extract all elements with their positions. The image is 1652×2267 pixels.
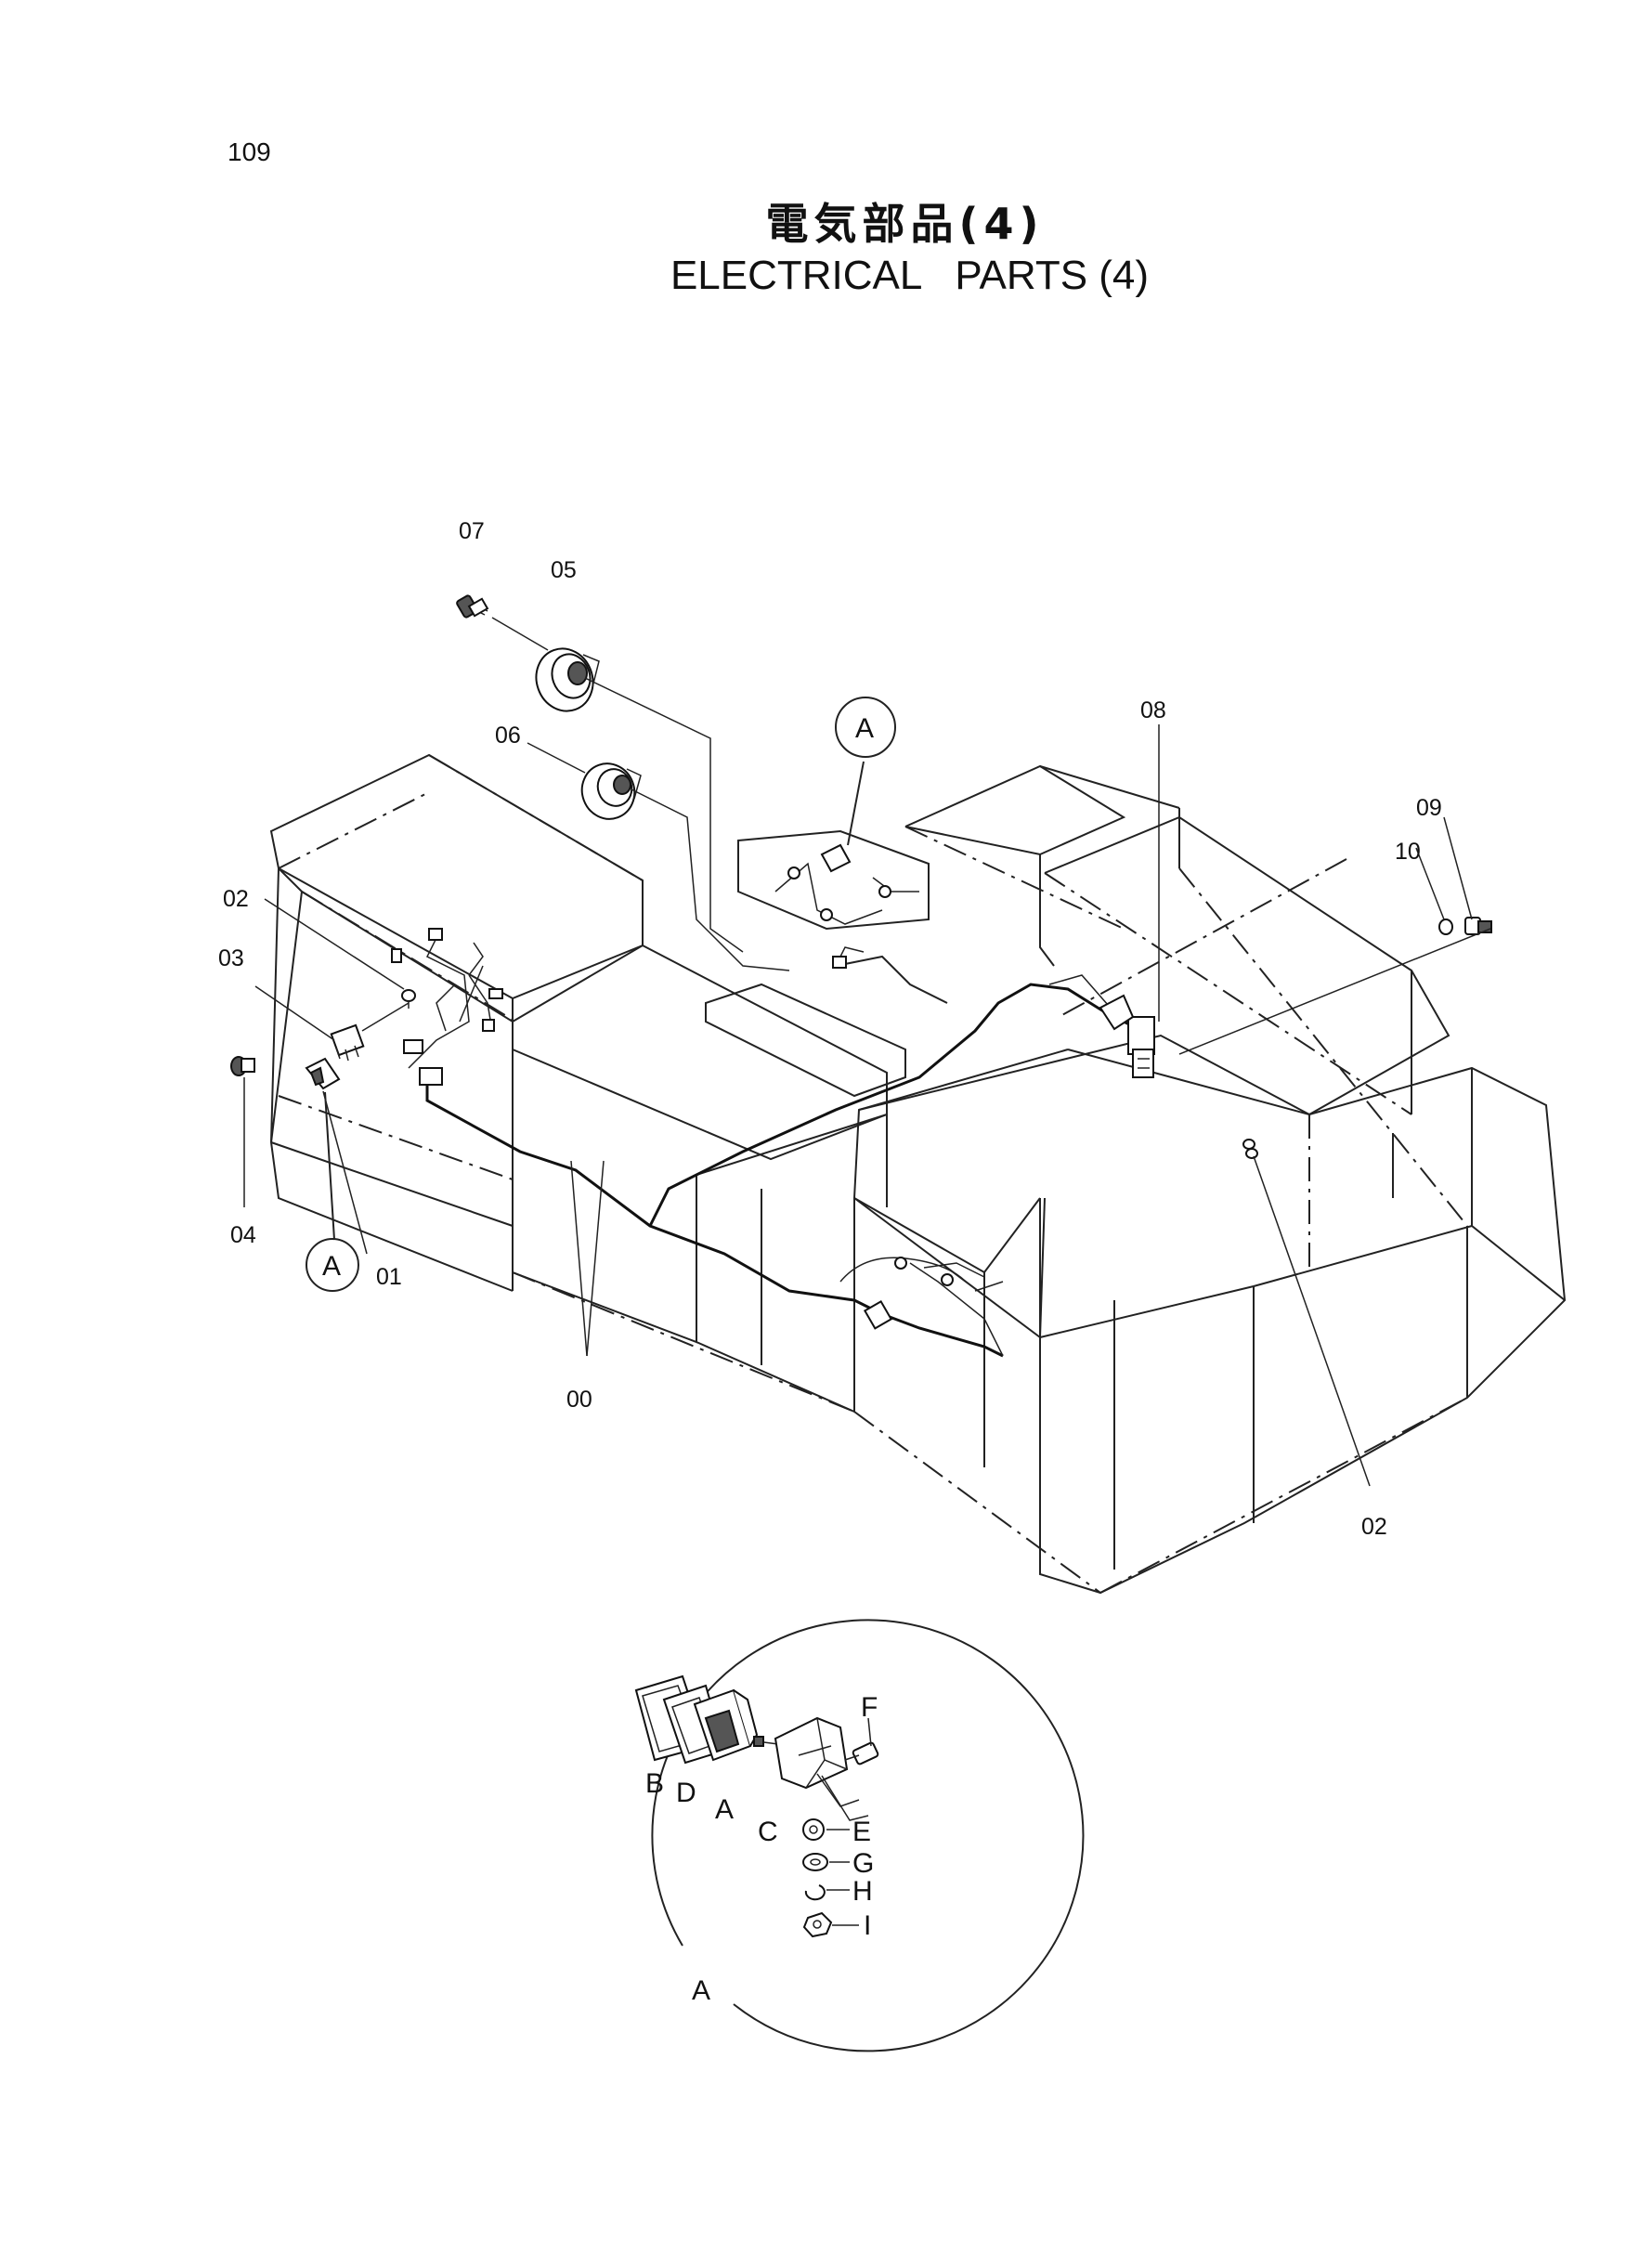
ref-marker-left: A xyxy=(306,1238,359,1292)
part-10-washer xyxy=(1438,919,1453,935)
part-02-screw-right xyxy=(1242,1139,1258,1159)
callout-02-left: 02 xyxy=(223,886,249,912)
part-03-relay xyxy=(330,1023,365,1062)
callout-01: 01 xyxy=(376,1264,402,1290)
callout-02-right: 02 xyxy=(1361,1514,1387,1540)
callout-07: 07 xyxy=(459,518,485,544)
detail-label-c: C xyxy=(758,1817,778,1847)
detail-label-i: I xyxy=(864,1910,871,1941)
leader-lines xyxy=(243,617,1491,1487)
detail-label-g: G xyxy=(852,1848,874,1879)
detail-label-a: A xyxy=(715,1794,734,1825)
detail-a-label: A xyxy=(692,1975,710,2006)
part-05-horn xyxy=(535,647,600,712)
svg-text:A: A xyxy=(322,1251,341,1282)
page-title-english: ELECTRICAL PARTS (4) xyxy=(670,253,1150,298)
detail-label-f: F xyxy=(861,1692,878,1723)
part-center-box xyxy=(820,843,852,873)
detail-label-d: D xyxy=(676,1778,696,1808)
part-01-lamp xyxy=(305,1057,341,1090)
ref-marker-top: A xyxy=(835,697,896,758)
callout-08: 08 xyxy=(1140,697,1166,723)
callout-04: 04 xyxy=(230,1222,256,1248)
callout-05: 05 xyxy=(551,557,577,583)
part-06-horn xyxy=(580,762,642,820)
page-title-japanese: 電気部品(4) xyxy=(765,199,1045,249)
callout-09: 09 xyxy=(1416,795,1442,821)
machine-body xyxy=(269,753,1567,1595)
detail-label-h: H xyxy=(852,1876,873,1907)
callout-10: 10 xyxy=(1395,839,1421,865)
detail-a-view: A xyxy=(634,1619,1085,2052)
part-02-screw-left xyxy=(401,989,416,1009)
part-09-bolt xyxy=(1464,917,1492,935)
wiring-harness xyxy=(391,862,1143,1358)
part-04-screw xyxy=(230,1056,255,1076)
page-number: 109 xyxy=(228,137,271,166)
callout-06: 06 xyxy=(495,723,521,749)
svg-text:A: A xyxy=(855,713,874,744)
part-08-lamp xyxy=(1099,994,1135,1031)
detail-label-b: B xyxy=(645,1768,664,1799)
detail-label-e: E xyxy=(852,1817,871,1847)
callout-03: 03 xyxy=(218,945,244,971)
callout-00: 00 xyxy=(566,1387,592,1413)
part-08-switch xyxy=(1127,1016,1155,1078)
callout-labels: 07 05 06 02 03 04 01 00 08 09 10 02 xyxy=(218,518,1442,1540)
part-07-bolt xyxy=(456,594,489,619)
